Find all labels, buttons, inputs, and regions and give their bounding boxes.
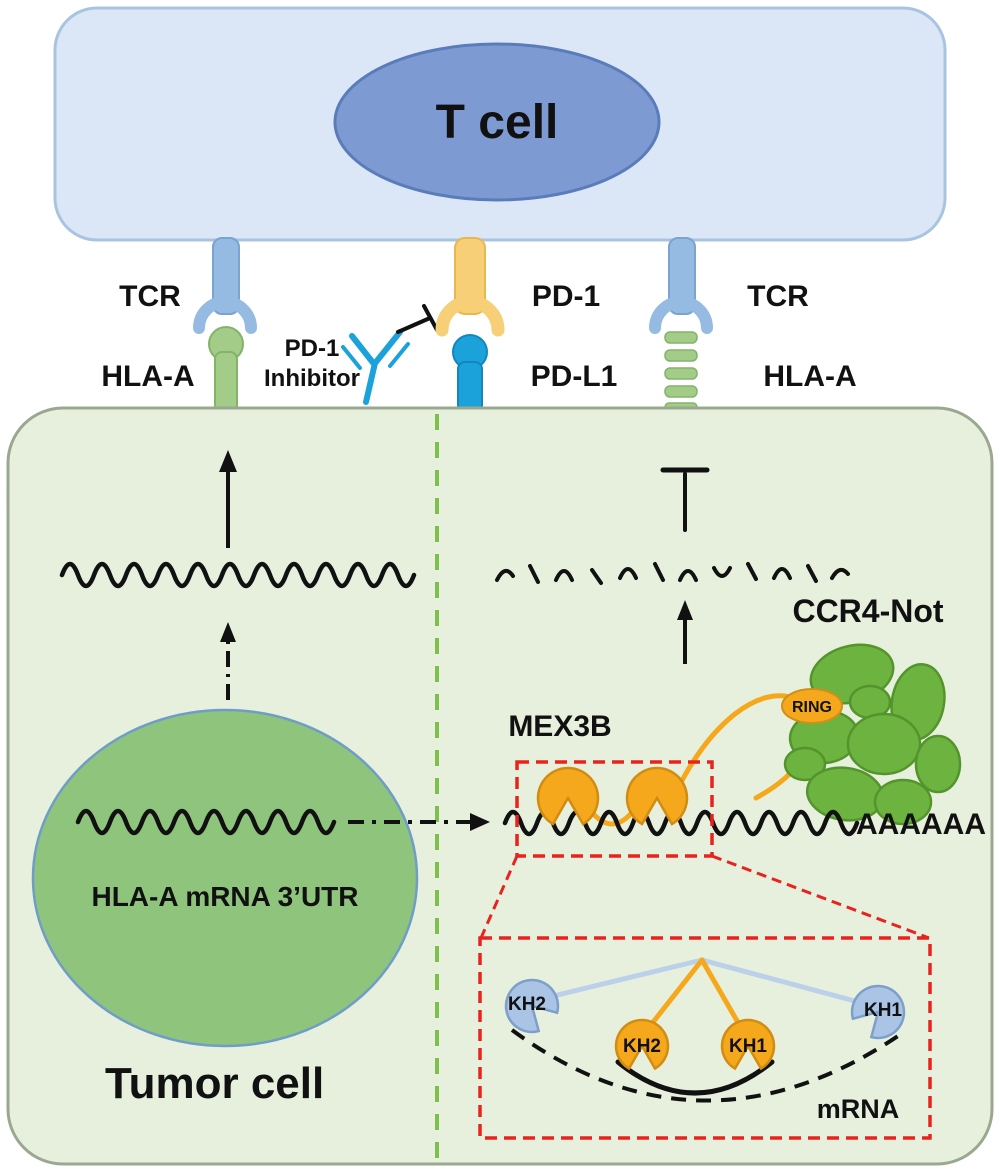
pd1-inhibitor-label-line2: Inhibitor	[264, 365, 360, 392]
zoom-region-box	[515, 760, 714, 858]
mex3b-to-ring-curve	[675, 693, 797, 791]
ccr4-not-label: CCR4-Not	[792, 593, 943, 629]
zoom-inset: KH2 KH1 KH2 KH1 mRNA	[478, 936, 932, 1140]
antibody-arm-right	[373, 329, 403, 365]
antibody-arm-left	[349, 333, 377, 367]
tcr-right-cup	[649, 296, 713, 334]
linker-to-kh2-outer	[542, 957, 705, 1001]
hla-a-stripe	[664, 385, 698, 398]
inset-blue-linkers	[542, 957, 869, 1007]
mex3b-kh-domain-left	[536, 766, 600, 826]
mex3b-kh-domains	[536, 766, 689, 826]
hla-a-right-striped-ligand	[664, 331, 698, 412]
mex3b-label: MEX3B	[508, 710, 611, 743]
degraded-mrna-fragments	[495, 562, 850, 585]
tcr-right-receptor	[649, 237, 713, 334]
hla-a-mrna-wave	[75, 808, 337, 836]
pdl1-stem	[457, 361, 483, 413]
inset-kh2-inner-domain	[614, 1018, 670, 1071]
mrna-transfer-arrow-head	[470, 813, 490, 831]
inset-bound-mrna-arc	[615, 1059, 775, 1096]
ccr4-subunit	[873, 778, 933, 826]
pd1-inhibitor: PD-1 Inhibitor	[264, 304, 439, 405]
t-cell-label: T cell	[436, 96, 559, 149]
inset-kh2-inner-label: KH2	[623, 1036, 661, 1057]
inset-kh2-outer-label: KH2	[508, 994, 546, 1015]
inset-mrna-label: mRNA	[817, 1094, 900, 1124]
pdl1-label: PD-L1	[531, 360, 618, 393]
left-half-normal-expression: HLA-A mRNA 3’UTR Tumor cell	[31, 450, 490, 1108]
inset-kh2-outer-domain	[504, 978, 560, 1034]
antibody-light-chain-left	[341, 345, 362, 370]
tcr-right-stem	[668, 237, 696, 315]
pdl1-ligand	[452, 334, 488, 413]
t-cell-body	[333, 42, 661, 202]
synapse: TCR HLA-A PD-1 Inhibitor	[101, 237, 857, 413]
ccr4-subunit	[783, 746, 827, 782]
ccr4-not-complex	[783, 643, 962, 826]
tcr-right-label: TCR	[747, 280, 809, 313]
hla-a-left-label: HLA-A	[101, 360, 194, 393]
linker-to-kh1-inner	[699, 957, 743, 1029]
tcr-left-receptor	[193, 237, 257, 334]
zoom-inset-box	[478, 936, 932, 1140]
antibody-icon	[341, 329, 410, 405]
export-arrow-head	[220, 622, 236, 642]
pd1-inhibitor-label-line1: PD-1	[285, 335, 340, 362]
hla-a-left-ligand	[208, 326, 244, 413]
inset-mrna-dashed-arc	[510, 1028, 900, 1103]
hla-a-stripe	[664, 331, 698, 344]
mex3b-kh-domain-right	[625, 766, 689, 826]
hla-a-stripe	[664, 349, 698, 362]
hla-a-mrna-label: HLA-A mRNA 3’UTR	[91, 881, 358, 912]
pd1-stem	[454, 237, 486, 315]
inset-kh1-outer-label: KH1	[864, 1000, 902, 1021]
antibody-stem	[363, 360, 378, 405]
blocked-expression-tbar	[660, 467, 710, 532]
tcr-left-label: TCR	[119, 280, 181, 313]
hla-a-left-stem	[214, 351, 238, 413]
tcr-left-cup	[193, 296, 257, 334]
translation-arrow-head	[219, 450, 237, 472]
pd1-receptor	[435, 237, 505, 337]
inhibition-cap	[422, 304, 439, 332]
inset-orange-linkers	[647, 957, 743, 1029]
pd1-cup	[435, 295, 505, 337]
t-cell: T cell	[53, 6, 947, 242]
degradation-arrow-head	[677, 600, 693, 620]
inhibition-line	[396, 316, 432, 334]
hla-a-stripe	[664, 367, 698, 380]
pd1-label: PD-1	[532, 280, 600, 313]
inhibition-bar-antibody	[396, 304, 439, 334]
ccr4-subunit	[846, 712, 922, 776]
linker-to-kh1-outer	[699, 957, 869, 1007]
target-mrna-wave	[502, 809, 860, 837]
antibody-light-chain-right	[388, 342, 410, 368]
poly-a-label: AAAAAA	[856, 808, 986, 841]
ring-label: RING	[792, 699, 832, 716]
inset-kh1-inner-domain	[720, 1018, 776, 1071]
inset-kh1-inner-label: KH1	[729, 1036, 767, 1057]
inset-kh1-outer-domain	[850, 984, 906, 1040]
ccr4-subunit	[914, 734, 962, 794]
ring-domain	[781, 688, 843, 724]
tcr-left-stem	[212, 237, 240, 315]
hla-a-right-label: HLA-A	[763, 360, 856, 393]
intact-mrna-wave	[59, 561, 417, 589]
right-half-degradation: CCR4-Not RING MEX3B	[479, 467, 986, 940]
hla-a-mrna-ellipse	[31, 708, 419, 1048]
zoom-connector-right	[711, 854, 930, 940]
tumor-cell: HLA-A mRNA 3’UTR Tumor cell	[6, 406, 994, 1166]
linker-to-kh2-inner	[647, 957, 705, 1029]
tumor-cell-label: Tumor cell	[105, 1059, 324, 1108]
